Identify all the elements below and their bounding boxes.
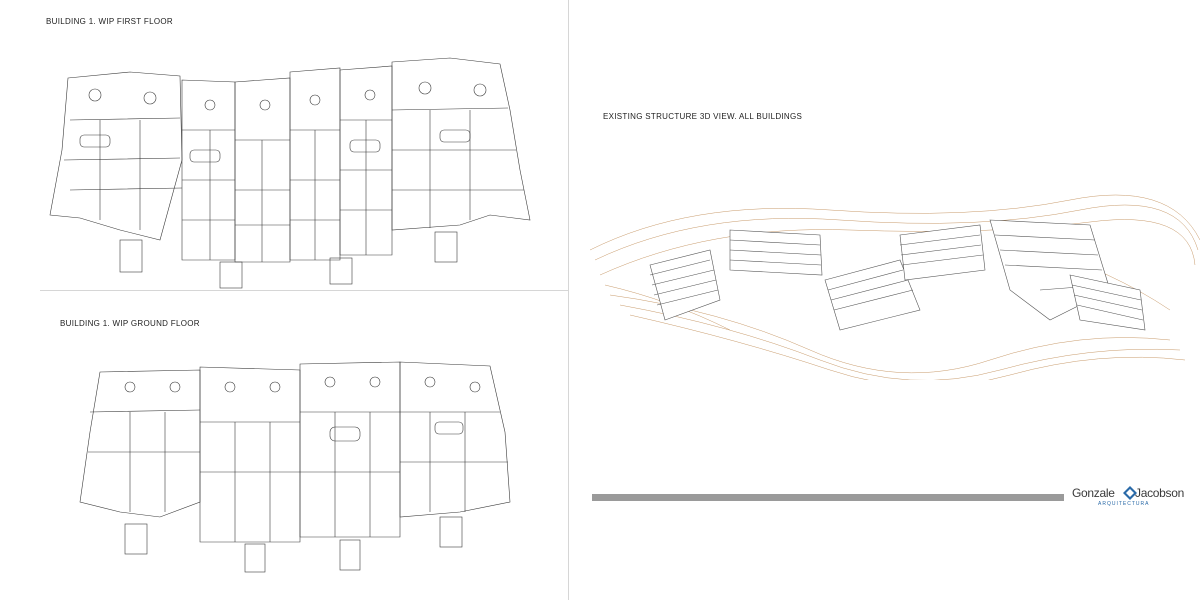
structure-3d-title: EXISTING STRUCTURE 3D VIEW. ALL BUILDING… xyxy=(603,112,803,121)
logo-name-right: Jacobson xyxy=(1135,486,1184,500)
first-floor-title: BUILDING 1. WIP FIRST FLOOR xyxy=(46,17,173,26)
gj-monogram-icon xyxy=(1123,486,1137,500)
ground-floor-title: BUILDING 1. WIP GROUND FLOOR xyxy=(60,319,200,328)
vertical-divider xyxy=(568,0,569,600)
footer-bar xyxy=(592,494,1064,501)
logo-name-left: Gonzale xyxy=(1072,486,1115,500)
structure-3d-view xyxy=(589,194,1200,380)
logo-subtitle: ARQUITECTURA xyxy=(1098,501,1150,507)
ground-floor-plan xyxy=(79,361,511,573)
first-floor-plan xyxy=(49,57,531,289)
gonzalez-jacobson-logo: Gonzale Jacobson ARQUITECTURA xyxy=(1072,486,1184,512)
horizontal-divider xyxy=(40,290,568,291)
